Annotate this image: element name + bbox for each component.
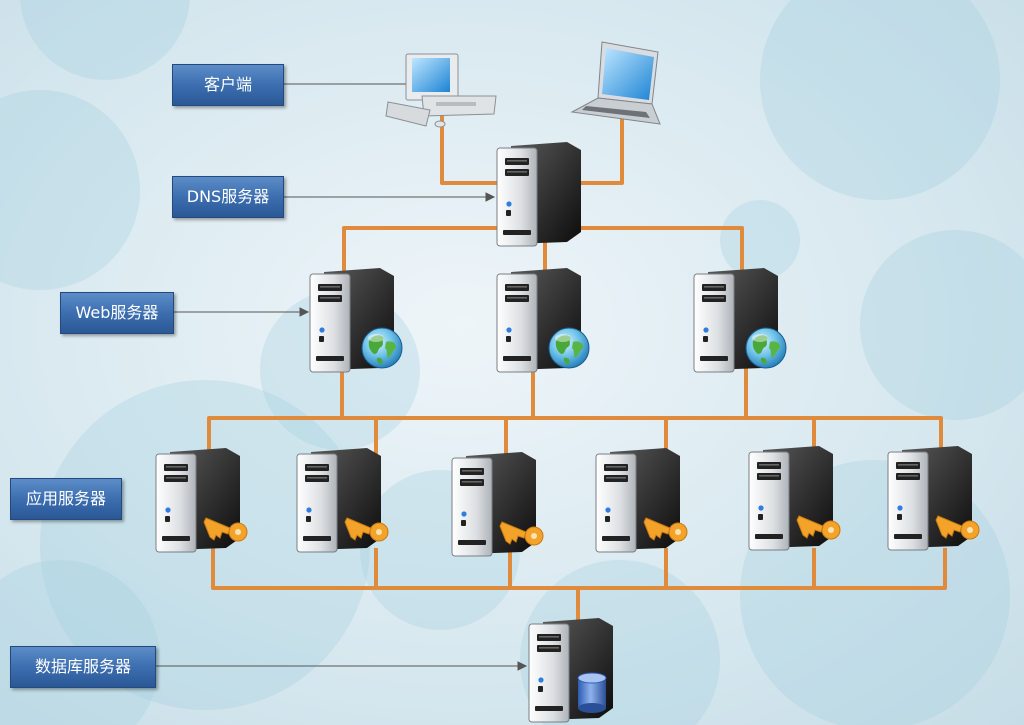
database-server bbox=[528, 617, 614, 723]
link-app-db-bus bbox=[211, 548, 947, 590]
app-server-label: 应用服务器 bbox=[10, 478, 122, 520]
globe-icon bbox=[745, 327, 787, 369]
bg-bubble bbox=[720, 200, 800, 280]
link-laptop-to-dns bbox=[578, 110, 624, 185]
globe-icon bbox=[548, 327, 590, 369]
db-server-label: 数据库服务器 bbox=[10, 646, 156, 688]
globe-icon bbox=[361, 327, 403, 369]
arrow-head-icon bbox=[485, 192, 496, 202]
callout-arrows bbox=[156, 79, 528, 671]
bg-bubble bbox=[760, 0, 1000, 200]
app-server-3 bbox=[451, 451, 544, 557]
bg-bubble bbox=[860, 230, 1024, 420]
arrow-head-icon bbox=[299, 307, 310, 317]
arrow-head-icon bbox=[517, 661, 528, 671]
app-server-6 bbox=[887, 445, 980, 551]
app-server-4 bbox=[595, 447, 688, 553]
link-app-bus bbox=[207, 416, 943, 475]
dns-server bbox=[496, 141, 582, 247]
app-server-2 bbox=[296, 447, 389, 553]
web-server-label: Web服务器 bbox=[60, 292, 174, 334]
link-desktop-to-dns bbox=[440, 110, 500, 185]
web-server-1 bbox=[309, 267, 403, 373]
client-label: 客户端 bbox=[172, 64, 284, 106]
dns-server-label: DNS服务器 bbox=[172, 176, 284, 218]
app-server-5 bbox=[748, 445, 841, 551]
database-cylinder-icon bbox=[577, 672, 607, 714]
desktop-computer-icon bbox=[385, 53, 497, 128]
app-server-1 bbox=[155, 447, 248, 553]
web-server-3 bbox=[693, 267, 787, 373]
laptop-icon bbox=[570, 41, 661, 125]
web-server-2 bbox=[496, 267, 590, 373]
